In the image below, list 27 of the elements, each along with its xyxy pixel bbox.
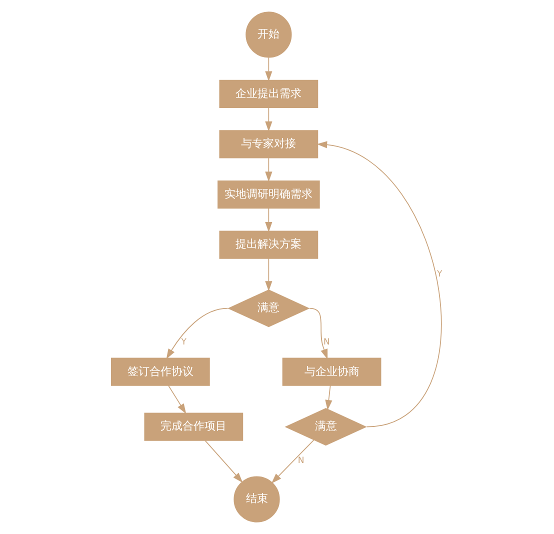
node-diamond: 满意 [284, 408, 367, 446]
edge-label: Y [437, 269, 442, 280]
node-diamond: 满意 [228, 290, 310, 328]
node-circle: 结束 [234, 476, 280, 522]
arrow [168, 385, 186, 414]
arrow [265, 57, 272, 82]
arrow [265, 158, 272, 182]
arrow [265, 208, 272, 232]
node-circle: 开始 [246, 12, 292, 58]
edge-label: N [323, 338, 330, 348]
arrow [316, 141, 442, 428]
node-box: 与专家对接 [219, 130, 318, 158]
node-box: 实地调研明确需求 [218, 180, 320, 209]
edge-label: N [298, 456, 304, 466]
arrow [325, 385, 332, 410]
arrow [271, 440, 314, 484]
node-box: 与企业协商 [282, 358, 382, 386]
node-box: 提出解决方案 [219, 230, 318, 259]
node-box: 签订合作协议 [110, 358, 210, 386]
arrow [166, 308, 228, 360]
node-box: 企业提出需求 [219, 80, 318, 108]
arrow [204, 440, 243, 483]
arrow [309, 308, 328, 360]
arrow [265, 258, 272, 292]
node-box: 完成合作项目 [144, 412, 244, 441]
edge-label: Y [181, 338, 186, 348]
arrow [265, 107, 272, 132]
